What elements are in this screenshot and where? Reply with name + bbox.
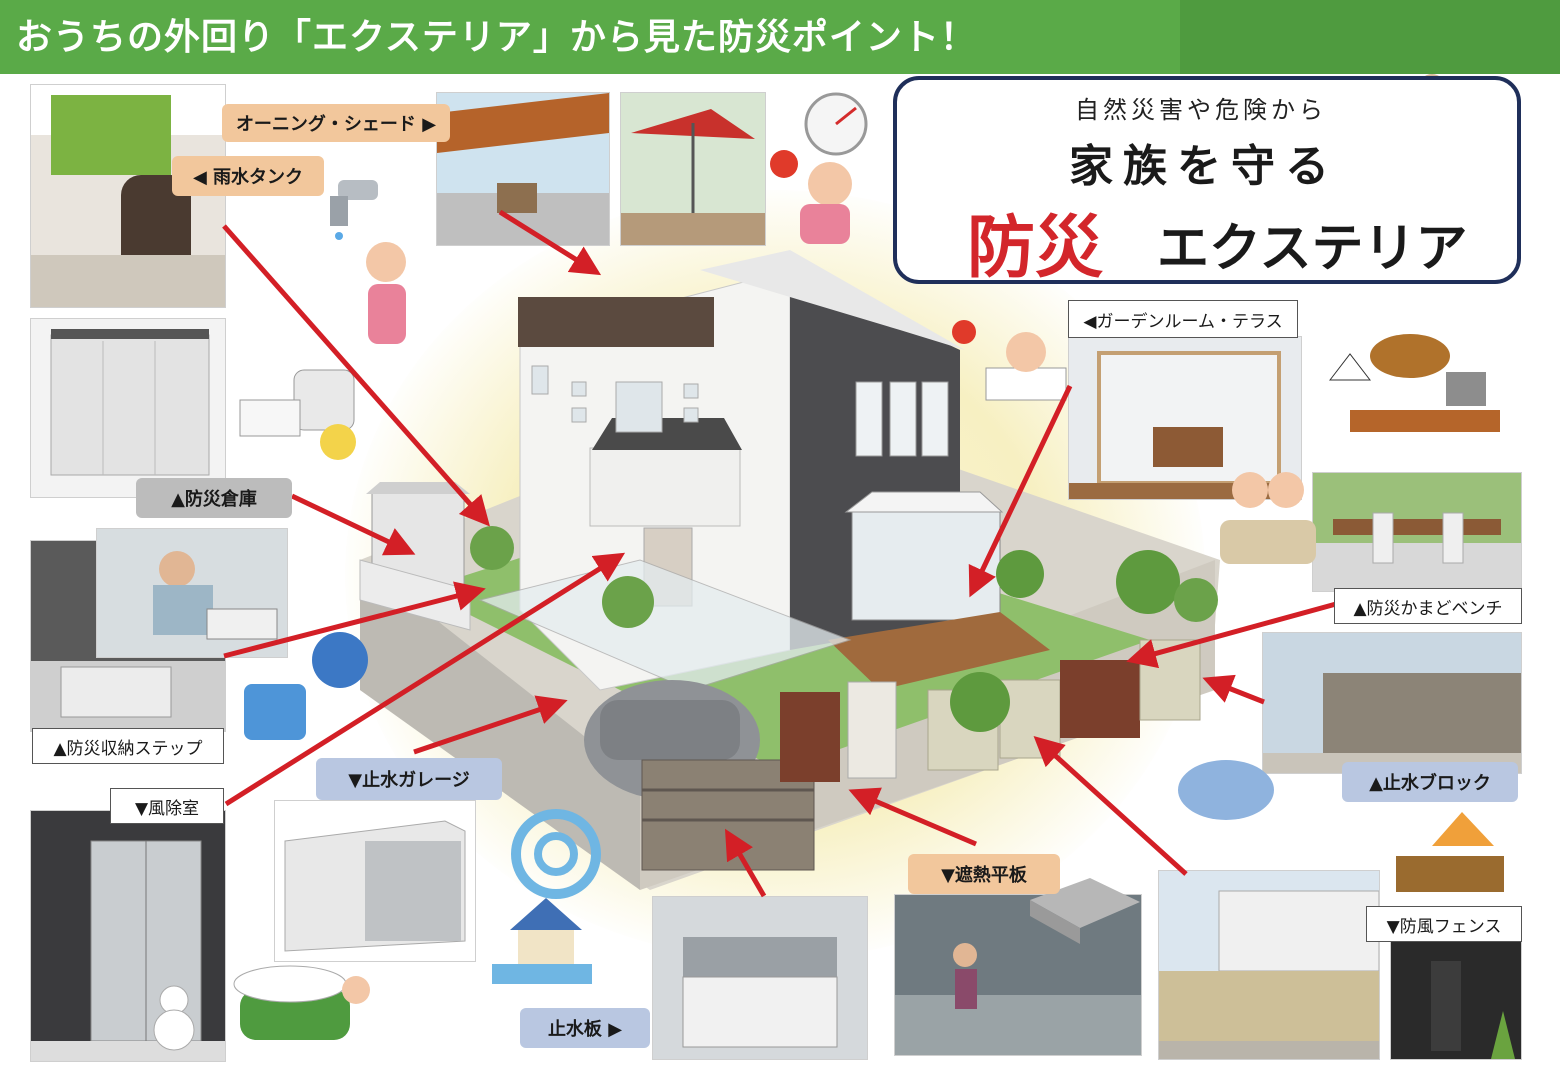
heatstroke-girl-icon <box>800 162 852 244</box>
logo-line2: 家族を守る <box>1069 141 1339 192</box>
flood-board-photo <box>652 896 868 1060</box>
bench-photo <box>1312 472 1522 592</box>
heatstroke-man-icon <box>985 332 1067 401</box>
windbreak-room-photo <box>30 810 226 1062</box>
parasol-photo <box>620 92 766 246</box>
fence-closeup-photo <box>1390 940 1522 1060</box>
label-windbreak-room: ▼風除室 <box>110 788 224 824</box>
logo-line1: 自然災害や危険から <box>1075 96 1327 124</box>
onigiri-soup-icon <box>1328 334 1450 381</box>
arrow-garage <box>413 695 568 755</box>
label-garden-room: ◀ガーデンルーム・テラス <box>1068 300 1298 338</box>
heat-slab-photo <box>894 894 1142 1056</box>
kamado-bench-icon <box>1350 372 1500 432</box>
arrow-step <box>223 581 486 659</box>
arrow-flood-block <box>1202 674 1265 705</box>
thermometer-icon <box>804 92 868 156</box>
label-rain-tank: ◀ 雨水タンク <box>172 156 324 196</box>
family-step-photo <box>96 528 288 658</box>
faucet-icon <box>330 180 378 240</box>
hose-reel-icon <box>244 632 368 740</box>
girl-hose-icon <box>366 242 406 344</box>
typhoon-icon <box>511 809 601 899</box>
label-awning: オーニング・シェード ▶ <box>222 104 450 142</box>
cooking-girls-icon <box>1220 472 1316 564</box>
arrow-wind-fence <box>1033 735 1188 876</box>
label-flood-garage: ▼止水ガレージ <box>316 758 502 800</box>
arrow-garden-room <box>968 384 1073 598</box>
arrow-rain-tank <box>222 224 490 527</box>
label-flood-block: ▲止水ブロック <box>1342 762 1518 802</box>
flood-garage-photo <box>274 800 476 962</box>
arrow-storage <box>290 493 416 556</box>
arrow-bench <box>1126 601 1337 669</box>
tilted-house-icon <box>1396 812 1504 892</box>
snowman-icon <box>153 985 195 1051</box>
arrow-awning <box>498 209 602 276</box>
rain-tank-photo <box>30 84 226 308</box>
page-header: おうちの外回り「エクステリア」から見た防災ポイント！ <box>0 0 1560 74</box>
garden-room-photo <box>1068 336 1302 500</box>
label-bench: ▲防災かまどベンチ <box>1334 588 1522 624</box>
label-wind-fence: ▼防風フェンス <box>1366 906 1522 942</box>
label-step: ▲防災収納ステップ <box>32 728 224 764</box>
label-flood-board: 止水板 ▶ <box>520 1008 650 1048</box>
emergency-kit-icon <box>239 369 356 460</box>
header-stripe <box>1180 0 1560 74</box>
bosai-exterior-logo: 自然災害や危険から 家族を守る 防災 エクステリア <box>893 76 1521 288</box>
label-heat-slab: ▼遮熱平板 <box>908 854 1060 894</box>
snow-car-icon <box>233 965 370 1040</box>
logo-line4: エクステリア <box>1157 219 1468 279</box>
sun-icon <box>770 150 976 344</box>
wind-cloud-icon <box>1178 760 1274 820</box>
arrow-flood-board <box>724 828 767 898</box>
logo-line3: 防災 <box>967 209 1104 288</box>
page-title: おうちの外回り「エクステリア」から見た防災ポイント！ <box>16 17 977 58</box>
awning-photo <box>436 92 610 246</box>
label-storage: ▲防災倉庫 <box>136 478 292 518</box>
arrow-windbreak <box>224 552 626 807</box>
flooded-house-icon <box>492 898 592 984</box>
wind-fence-photo <box>1158 870 1380 1060</box>
storage-photo <box>30 318 226 498</box>
arrow-heat-slab <box>848 787 977 847</box>
